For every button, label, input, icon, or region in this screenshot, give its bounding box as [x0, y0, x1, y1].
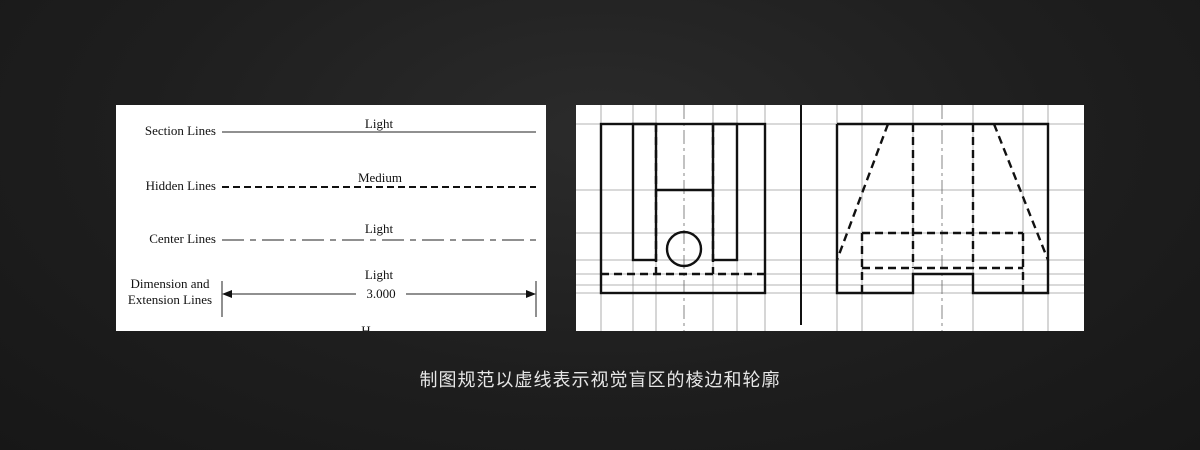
- center-lines-label: Center Lines: [149, 231, 216, 246]
- dimension-lines-weight: Light: [364, 267, 394, 282]
- construction-grid: [576, 105, 1084, 331]
- hidden-lines-label: Hidden Lines: [145, 178, 216, 193]
- dimension-lines-label: Dimension and Extension Lines: [127, 276, 213, 307]
- line-types-legend: Section Lines Light Hidden Lines Medium …: [116, 105, 546, 331]
- orthographic-drawing: [576, 105, 1084, 331]
- center-lines-weight: Light: [364, 221, 394, 236]
- line-samples: [221, 131, 537, 317]
- side-view-hidden-lines: [835, 123, 1050, 293]
- front-view-hidden-lines: [601, 124, 765, 276]
- section-lines-label: Section Lines: [144, 123, 216, 138]
- front-view-visible-lines: [599, 122, 767, 295]
- figure-caption: 制图规范以虚线表示视觉盲区的棱边和轮廓: [419, 370, 781, 391]
- drawing-views: [576, 105, 1084, 331]
- hidden-lines-weight: Medium: [357, 170, 403, 185]
- section-lines-weight: Light: [364, 116, 394, 131]
- cutoff-text: H: [361, 323, 371, 331]
- dimension-line-sample: [221, 281, 537, 317]
- center-lines: [683, 105, 943, 331]
- dimension-value: 3.000: [366, 286, 396, 301]
